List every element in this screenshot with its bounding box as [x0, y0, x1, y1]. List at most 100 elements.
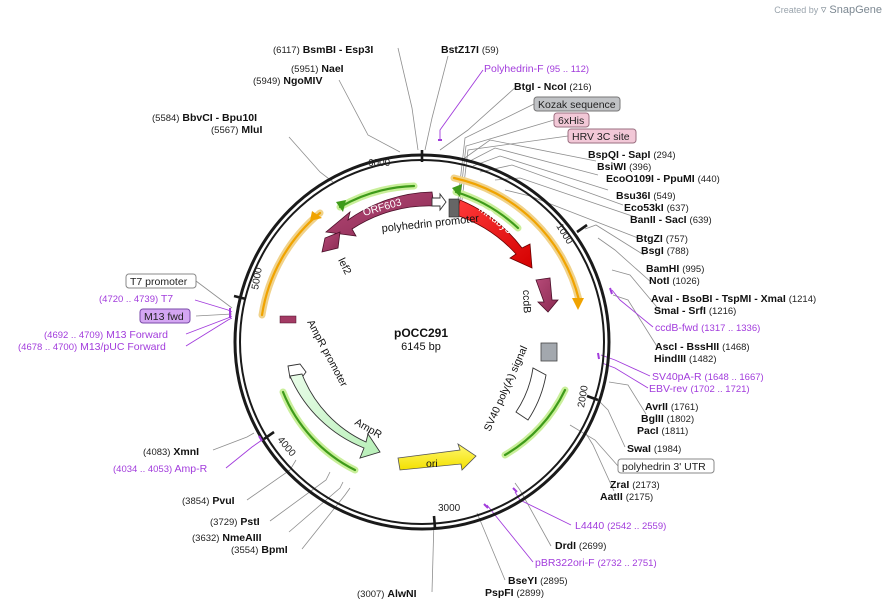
enzyme-label-mlui[interactable]: (5567) MluI [211, 124, 262, 136]
enzyme-label-bbvci[interactable]: (5584) BbvCI - Bpu10I [152, 112, 257, 124]
primer-name: SV40pA-R [652, 371, 702, 383]
enzyme-position: (995) [682, 264, 704, 275]
primer-name: EBV-rev [649, 383, 688, 395]
enzyme-label-eco53ki[interactable]: Eco53kI (637) [624, 202, 689, 214]
enzyme-label-bsgi[interactable]: BsgI (788) [641, 245, 689, 257]
primer-label-sv40pa-r[interactable]: SV40pA-R (1648 .. 1667) [652, 371, 764, 383]
enzyme-label-bsmbi[interactable]: (6117) BsmBI - Esp3I [273, 44, 373, 56]
enzyme-label-ecoo109i[interactable]: EcoO109I - PpuMI (440) [606, 173, 720, 185]
enzyme-position: (3007) [357, 589, 384, 600]
enzyme-label-xmni[interactable]: (4083) XmnI [143, 446, 199, 458]
polyhedrin-promoter-label: polyhedrin promoter [381, 213, 480, 235]
kozak-box[interactable] [533, 96, 621, 112]
enzyme-label-zrai[interactable]: ZraI (2173) [610, 479, 660, 491]
primer-label-l4440[interactable]: L4440 (2542 .. 2559) [575, 520, 666, 532]
enzyme-position: (637) [667, 203, 689, 214]
enzyme-label-btgzi[interactable]: BtgZI (757) [636, 233, 688, 245]
enzyme-label-bpmi[interactable]: (3554) BpmI [231, 544, 288, 556]
enzyme-name: MluI [241, 124, 262, 136]
lef2-arrow[interactable] [321, 231, 341, 253]
primer-range: (95 .. 112) [546, 64, 589, 75]
enzyme-name: EcoO109I - PpuMI [606, 173, 695, 185]
primer-label-t7[interactable]: (4720 .. 4739) T7 [99, 293, 173, 305]
sv40-site-box [540, 342, 558, 362]
ampr-arrow[interactable] [289, 373, 381, 459]
polyhedrin-promoter-arrow[interactable] [431, 192, 447, 212]
ori-arrow[interactable] [397, 443, 477, 471]
t7-promoter-box[interactable] [125, 273, 197, 289]
enzyme-label-psti[interactable]: (3729) PstI [210, 516, 260, 528]
enzyme-label-swai[interactable]: SwaI (1984) [627, 443, 681, 455]
enzyme-position: (440) [698, 174, 720, 185]
enzyme-label-pvui[interactable]: (3854) PvuI [182, 495, 235, 507]
enzyme-position: (6117) [273, 45, 300, 56]
enzyme-name: AvrII [645, 401, 668, 413]
ampr-promoter-label: AmpR promoter [304, 318, 350, 390]
enzyme-label-bseyi[interactable]: BseYI (2895) [508, 575, 568, 587]
primer-label-pbr322ori-f[interactable]: pBR322ori-F (2732 .. 2751) [535, 557, 657, 569]
enzyme-position: (1984) [654, 444, 681, 455]
tick-2000: 2000 [576, 384, 591, 408]
enzyme-name: XmnI [173, 446, 199, 458]
enzyme-label-alwni[interactable]: (3007) AlwNI [357, 588, 417, 600]
enzyme-label-bstz17i[interactable]: BstZ17I (59) [441, 44, 499, 56]
snapgene-credit: Created by ▿ SnapGene [774, 3, 882, 16]
hrv3c-box[interactable] [567, 128, 637, 144]
enzyme-label-avrii[interactable]: AvrII (1761) [645, 401, 698, 413]
enzyme-position: (1761) [671, 402, 698, 413]
6xhis-label: 6xHis [558, 115, 584, 127]
enzyme-name: BsiWI [597, 161, 626, 173]
enzyme-label-bspqi[interactable]: BspQI - SapI (294) [588, 149, 676, 161]
enzyme-name: PacI [637, 425, 659, 437]
6xhis-box[interactable] [553, 112, 590, 128]
primer-label-amp-r[interactable]: (4034 .. 4053) Amp-R [113, 463, 208, 475]
enzyme-label-aatii[interactable]: AatII (2175) [600, 491, 653, 503]
primer-range: (4678 .. 4700) [18, 342, 77, 353]
enzyme-label-bsiwi[interactable]: BsiWI (396) [597, 161, 651, 173]
enzyme-label-bamhi[interactable]: BamHI (995) [646, 263, 704, 275]
m13fwd-box[interactable] [139, 308, 191, 324]
enzyme-position: (2895) [540, 576, 567, 587]
tick-3000: 3000 [438, 503, 461, 514]
primer-label-m13-puc-forward[interactable]: (4678 .. 4700) M13/pUC Forward [18, 341, 166, 353]
enzyme-label-nmeaiii[interactable]: (3632) NmeAIII [192, 532, 262, 544]
mruby3-arrow[interactable] [455, 199, 533, 269]
primer-range: (2732 .. 2751) [597, 558, 656, 569]
primer-name: L4440 [575, 520, 604, 532]
polyhedrin-utr-label: polyhedrin 3' UTR [622, 461, 706, 473]
primer-label-ccdb-fwd[interactable]: ccdB-fwd (1317 .. 1336) [655, 322, 760, 334]
enzyme-label-bsu36i[interactable]: Bsu36I (549) [616, 190, 676, 202]
primer-label-m13-forward[interactable]: (4692 .. 4709) M13 Forward [44, 329, 168, 341]
enzyme-position: (1026) [672, 276, 699, 287]
primer-label-polyhedrin-f[interactable]: Polyhedrin-F (95 .. 112) [484, 63, 589, 75]
enzyme-label-hindiii[interactable]: HindIII (1482) [654, 353, 716, 365]
polyhedrin-utr-box[interactable] [617, 458, 715, 474]
enzyme-name: HindIII [654, 353, 686, 365]
enzyme-label-smai[interactable]: SmaI - SrfI (1216) [654, 305, 736, 317]
enzyme-label-naei[interactable]: (5951) NaeI [291, 63, 344, 75]
enzyme-label-paci[interactable]: PacI (1811) [637, 425, 688, 437]
enzyme-position: (549) [653, 191, 675, 202]
enzyme-label-pspfi[interactable]: PspFI (2899) [485, 587, 544, 599]
ori-label: ori [426, 458, 438, 470]
coordinate-ticks [233, 150, 599, 529]
enzyme-position: (5584) [152, 113, 179, 124]
enzyme-label-avai[interactable]: AvaI - BsoBI - TspMI - XmaI (1214) [651, 293, 816, 305]
enzyme-position: (2173) [632, 480, 659, 491]
enzyme-label-ngomiv[interactable]: (5949) NgoMIV [253, 75, 322, 87]
enzyme-name: SwaI [627, 443, 651, 455]
enzyme-name: BanII - SacI [630, 214, 687, 226]
enzyme-label-drdi[interactable]: DrdI (2699) [555, 540, 606, 552]
enzyme-label-asci[interactable]: AscI - BssHII (1468) [655, 341, 750, 353]
enzyme-label-banii[interactable]: BanII - SacI (639) [630, 214, 712, 226]
enzyme-label-btgi[interactable]: BtgI - NcoI (216) [514, 81, 592, 93]
enzyme-name: BtgZI [636, 233, 663, 245]
enzyme-position: (1482) [689, 354, 716, 365]
sv40-polya-arrow[interactable] [515, 367, 547, 421]
enzyme-label-bglii[interactable]: BglII (1802) [641, 413, 694, 425]
orf603-arrow[interactable] [325, 191, 435, 237]
enzyme-label-noti[interactable]: NotI (1026) [649, 275, 700, 287]
ccdb-arrow[interactable] [535, 277, 559, 313]
primer-label-ebv-rev[interactable]: EBV-rev (1702 .. 1721) [649, 383, 750, 395]
